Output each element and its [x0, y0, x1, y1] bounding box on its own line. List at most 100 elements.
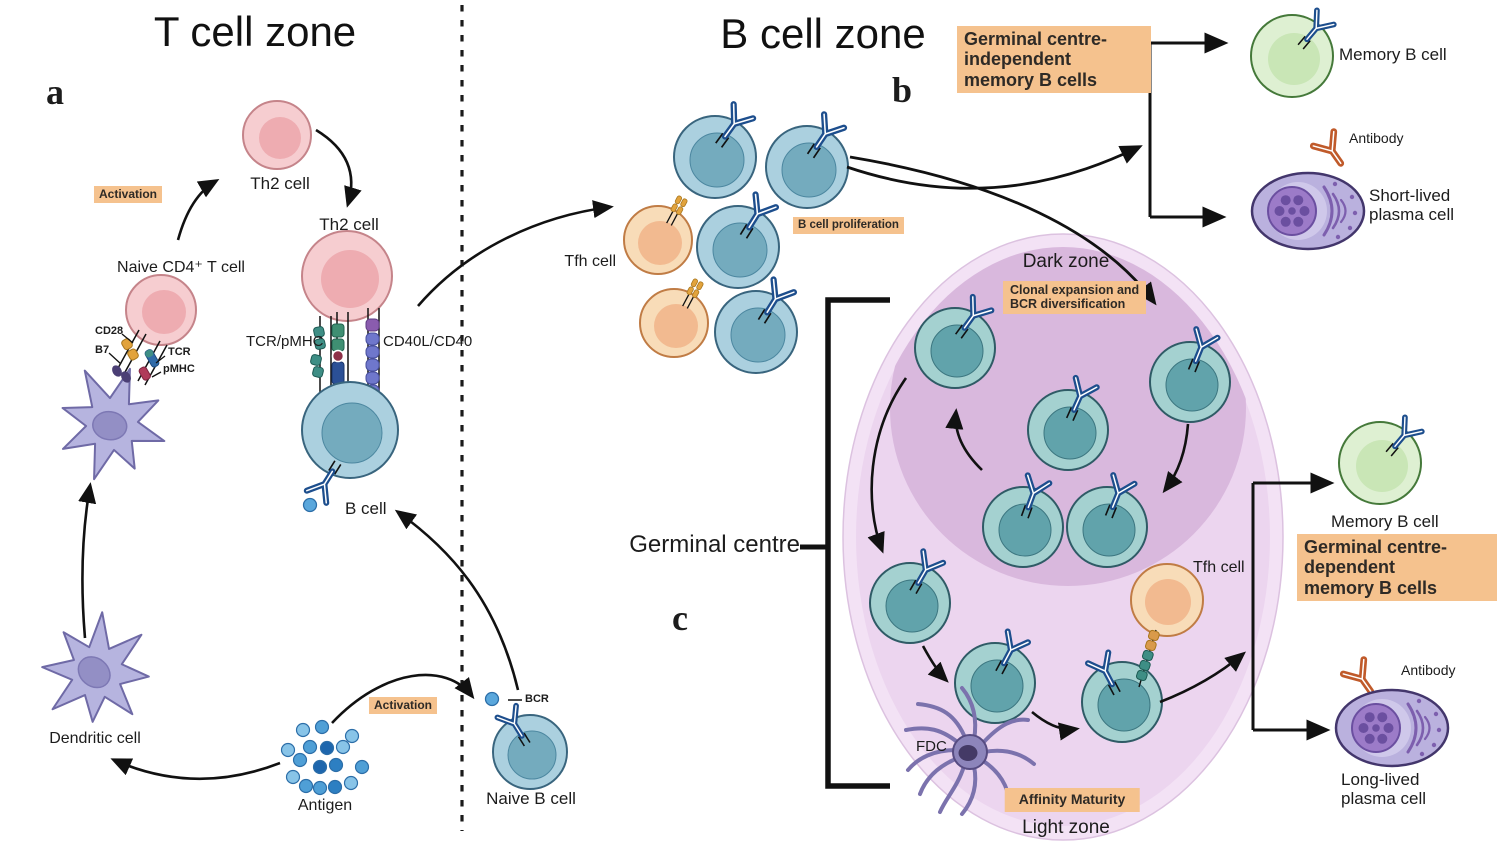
- lower-dendritic-cell: [20, 594, 177, 752]
- b-cell: [714, 279, 798, 374]
- tcr-receptor: [144, 349, 160, 368]
- t-zone-cells: [20, 100, 568, 796]
- gc-b-cell: [869, 551, 951, 644]
- gc-tfh-cell: [1130, 563, 1204, 688]
- germinal-centre-cells: [869, 297, 1231, 816]
- th2-cell-top: [242, 100, 312, 170]
- arrow-antigen-to-naiveb: [331, 673, 475, 724]
- bound-antigen-dot: [484, 691, 500, 707]
- gc-dependent-bracket: [1251, 472, 1335, 741]
- dark-zone-label: Dark zone: [1022, 251, 1110, 272]
- pmhc-label: pMHC: [163, 363, 195, 375]
- bcr-label: BCR: [525, 693, 549, 705]
- tcr-cd28-synapse: [108, 329, 168, 386]
- germinal-centre-label: Germinal centre: [629, 531, 800, 558]
- naive-b-cell: [484, 691, 568, 790]
- b-cell: [765, 114, 849, 209]
- th2-cell-label: Th2 cell: [319, 215, 379, 234]
- b-cell-zone-title: B cell zone: [720, 10, 926, 57]
- t-zone-arrows: [78, 128, 614, 781]
- gc-b-cell: [914, 297, 996, 389]
- bzone-connectors: [846, 145, 1157, 306]
- clonal-expansion-label: Clonal expansion and BCR diversification: [1003, 281, 1147, 314]
- memory-b-cell-label: Memory B cell: [1339, 45, 1447, 64]
- tcr-pmhc-pair: [310, 323, 345, 385]
- naive-cd4-label: Naive CD4⁺ T cell: [117, 259, 245, 276]
- gc-independent-label: Germinal centre- independent memory B ce…: [957, 26, 1151, 93]
- pmhc-molecule: [138, 366, 151, 381]
- arrow-dc-to-dc: [78, 482, 97, 639]
- tfh-cell-label: Tfh cell: [1193, 559, 1245, 576]
- naive-b-cell-label: Naive B cell: [486, 789, 576, 808]
- tcr-label: TCR: [168, 346, 191, 358]
- arrow-lz-to-output: [1159, 651, 1246, 704]
- gc-b-cell: [1066, 475, 1148, 568]
- memory-b-cell-label: Memory B cell: [1331, 512, 1439, 531]
- antibody-label: Antibody: [1349, 130, 1404, 146]
- activation-label: Activation: [93, 186, 163, 204]
- panel-letter-c: c: [672, 598, 688, 638]
- dendritic-cell-label: Dendritic cell: [49, 730, 141, 747]
- long-lived-plasma-cell: [1334, 688, 1450, 768]
- gc-b-cell: [982, 475, 1064, 568]
- arrow-dz-cycle-down: [1162, 423, 1190, 494]
- b-cell-label: B cell: [345, 499, 387, 518]
- arrow-to-gc-independent: [846, 145, 1143, 190]
- t-cell-zone-title: T cell zone: [153, 8, 357, 55]
- germinal-centre-bracket: [800, 297, 890, 789]
- short-lived-plasma-label: Short-lived plasma cell: [1369, 186, 1455, 225]
- th2-cell-conjugate: [301, 230, 393, 322]
- antibody-icon: [1313, 132, 1351, 171]
- antigen-cluster: [280, 719, 370, 796]
- long-lived-plasma-label: Long-lived plasma cell: [1341, 770, 1427, 809]
- gc-b-cell: [1027, 378, 1109, 471]
- antibody-label: Antibody: [1401, 662, 1456, 678]
- th2-cell-label: Th2 cell: [250, 174, 310, 193]
- b-cell-proliferation-label: B cell proliferation: [793, 217, 904, 234]
- arrow-th2-to-th2: [315, 128, 362, 208]
- tcr-pmhc-label: TCR/pMHC: [246, 333, 324, 350]
- tfh-cell: [639, 277, 709, 358]
- activation-label: Activation: [368, 697, 438, 715]
- fdc-label: FDC: [916, 738, 947, 755]
- memory-b-cell: [1339, 417, 1422, 504]
- gc-dependent-label: Germinal centre- dependent memory B cell…: [1297, 534, 1497, 601]
- b-cell-proliferation-cluster: [623, 104, 849, 374]
- arrow-dz-to-lz: [867, 377, 908, 554]
- cd40l-cd40-label: CD40L/CD40: [383, 333, 473, 350]
- gc-arrows: [867, 377, 1246, 741]
- arrow-antigen-to-dc: [110, 758, 281, 781]
- arrow-naiveb-to-bcell: [394, 509, 520, 691]
- upper-dendritic-cell: [52, 359, 175, 490]
- arrow-lz-1: [921, 645, 949, 683]
- b-cell: [673, 104, 757, 199]
- b7-molecules: [112, 365, 131, 383]
- bound-antigen-dot: [302, 497, 318, 513]
- cd28-receptor: [121, 338, 139, 361]
- arrow-dz-cycle-up: [945, 408, 983, 471]
- b7-label: B7: [95, 344, 110, 356]
- gc-b-cell: [1149, 329, 1231, 423]
- gc-b-cell: [1081, 652, 1163, 743]
- affinity-maturity-label: Affinity Maturity: [1004, 788, 1140, 812]
- arrow-lz-2: [1031, 711, 1080, 741]
- arrow-tzone-to-bzone: [417, 200, 614, 307]
- b-cell: [696, 194, 780, 289]
- panel-letter-b: b: [892, 70, 913, 110]
- memory-b-cell: [1251, 10, 1334, 97]
- b-cell-conjugate: [301, 381, 399, 513]
- cd28-label: CD28: [95, 325, 124, 337]
- gc-independent-bracket: [1148, 32, 1229, 228]
- tfh-bcell-contact: [1135, 629, 1160, 688]
- antigen-label: Antigen: [297, 797, 353, 814]
- naive-cd4-t-cell: [125, 274, 197, 346]
- output-cells: [1250, 10, 1450, 768]
- arrow-naivet-to-th2: [176, 179, 220, 241]
- tfh-cell: [623, 194, 693, 275]
- panel-letter-a: a: [46, 72, 64, 112]
- short-lived-plasma-cell: [1250, 171, 1366, 251]
- gc-b-cell: [954, 631, 1036, 724]
- light-zone-label: Light zone: [1022, 817, 1110, 838]
